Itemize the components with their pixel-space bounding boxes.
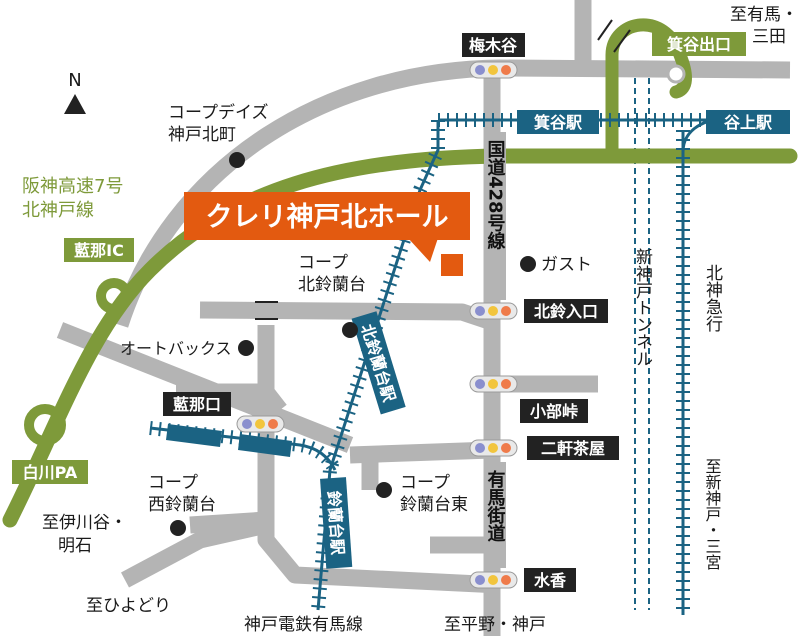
rail-west-branch xyxy=(149,426,337,471)
expressway-name-line2: 北神戸線 xyxy=(22,200,94,221)
coop-kitasuzurandai-line2: 北鈴蘭台 xyxy=(298,275,366,295)
coop-nishisuzurandai-dot xyxy=(170,520,186,536)
compass-letter: N xyxy=(68,70,81,91)
north-arrow-icon xyxy=(64,94,86,114)
dir-hirano-kobe: 至平野・神戸 xyxy=(444,615,546,635)
label-suiko: 水香 xyxy=(534,571,567,590)
expressway-shirakawa-loop xyxy=(24,404,66,446)
label-to-shinkobe-sannomiya: 至新神戸・三宮 xyxy=(703,458,722,570)
label-arima-kaido: 有馬街道 xyxy=(485,469,507,542)
railway-name: 神戸電鉄有馬線 xyxy=(244,615,363,635)
west-branch-tunnels xyxy=(166,424,292,457)
label-nikenchaya: 二軒茶屋 xyxy=(541,439,605,458)
coop-nishisuzurandai-line1: コープ xyxy=(148,473,198,493)
coop-days-dot xyxy=(229,152,245,168)
signal-suiko xyxy=(469,571,518,589)
label-kitasuzuran-iriguchi: 北鈴入口 xyxy=(534,302,598,321)
coop-suzurandai-higashi-dot xyxy=(376,482,392,498)
expressway-name-line1: 阪神高速7号 xyxy=(22,176,123,197)
label-hokushin-line: 北神急行 xyxy=(702,264,723,333)
title-banner xyxy=(184,192,470,240)
coop-days-line1: コープデイズ xyxy=(168,102,268,123)
vertical-labels: 国道428号線 有馬街道 新神戸トンネル 北神急行 至新神戸・三宮 xyxy=(484,132,723,570)
direction-labels: 至有馬・ 三田 至伊川谷・ 明石 至ひよどり 至平野・神戸 神戸電鉄有馬線 xyxy=(42,5,798,635)
signal-aina-guchi xyxy=(236,415,285,433)
signal-umekidani xyxy=(469,61,518,79)
label-route428: 国道428号線 xyxy=(485,140,506,251)
coop-nishisuzurandai-line2: 西鈴蘭台 xyxy=(148,495,216,515)
label-umekidani: 梅木谷 xyxy=(469,36,518,55)
dir-arima-sanda-line2: 三田 xyxy=(752,27,786,47)
destination-marker xyxy=(441,254,463,276)
label-aina-ic: 藍那IC xyxy=(74,241,124,260)
road-kitasuzuran-east-west xyxy=(199,301,495,331)
landmarks: コープデイズ 神戸北町 コープ 北鈴蘭台 オートバックス ガスト コープ 西鈴蘭… xyxy=(120,102,592,536)
title-text: クレリ神戸北ホール xyxy=(206,202,449,233)
dir-arima-sanda-line1: 至有馬・ xyxy=(730,5,798,25)
signal-nikenchaya xyxy=(469,439,518,457)
minodani-exit-node xyxy=(666,64,686,84)
signal-labels: 梅木谷 北鈴入口 小部峠 二軒茶屋 水香 藍那口 xyxy=(163,33,619,592)
gusto-label: ガスト xyxy=(541,255,592,275)
road-hiyodori xyxy=(121,516,268,588)
road-nikenchaya xyxy=(349,441,493,464)
expressway-aina-loop xyxy=(96,278,132,314)
label-shin-kobe-tunnel: 新神戸トンネル xyxy=(632,248,653,367)
label-shirakawa-pa: 白川PA xyxy=(23,463,78,482)
signal-kitasuzuran-iriguchi xyxy=(469,302,518,320)
label-aina-guchi: 藍那口 xyxy=(173,395,221,414)
coop-kitasuzurandai-dot xyxy=(342,322,358,338)
title-callout-tail xyxy=(408,238,438,262)
coop-days-line2: 神戸北町 xyxy=(168,125,236,145)
dir-ikawadani-line2: 明石 xyxy=(58,536,92,556)
signal-kobutouge xyxy=(469,375,518,393)
gusto-dot xyxy=(520,256,536,272)
shin-kobe-tunnel-lines xyxy=(634,78,650,610)
autobacs-dot xyxy=(238,340,254,356)
autobacs-label: オートバックス xyxy=(120,339,232,358)
coop-suzurandai-higashi-line1: コープ xyxy=(400,473,450,493)
compass: N xyxy=(64,70,86,114)
road-crossing-marks xyxy=(255,19,631,320)
label-kobutouge: 小部峠 xyxy=(530,402,578,421)
road-big-arc xyxy=(111,59,791,328)
coop-kitasuzurandai-line1: コープ xyxy=(298,253,348,273)
label-minodani-exit: 箕谷出口 xyxy=(666,35,731,54)
dir-hiyodori: 至ひよどり xyxy=(86,596,171,616)
dir-ikawadani-line1: 至伊川谷・ xyxy=(42,513,127,533)
label-suzurandai-station: 鈴蘭台駅 xyxy=(324,490,347,556)
coop-suzurandai-higashi-line2: 鈴蘭台東 xyxy=(400,495,468,515)
expressway-labels: 箕谷出口 藍那IC 白川PA 阪神高速7号 北神戸線 xyxy=(12,32,746,484)
label-minodani-station: 箕谷駅 xyxy=(533,113,583,132)
traffic-signals xyxy=(236,61,518,589)
destination: クレリ神戸北ホール xyxy=(184,192,470,276)
label-tanigami-station: 谷上駅 xyxy=(724,113,773,132)
